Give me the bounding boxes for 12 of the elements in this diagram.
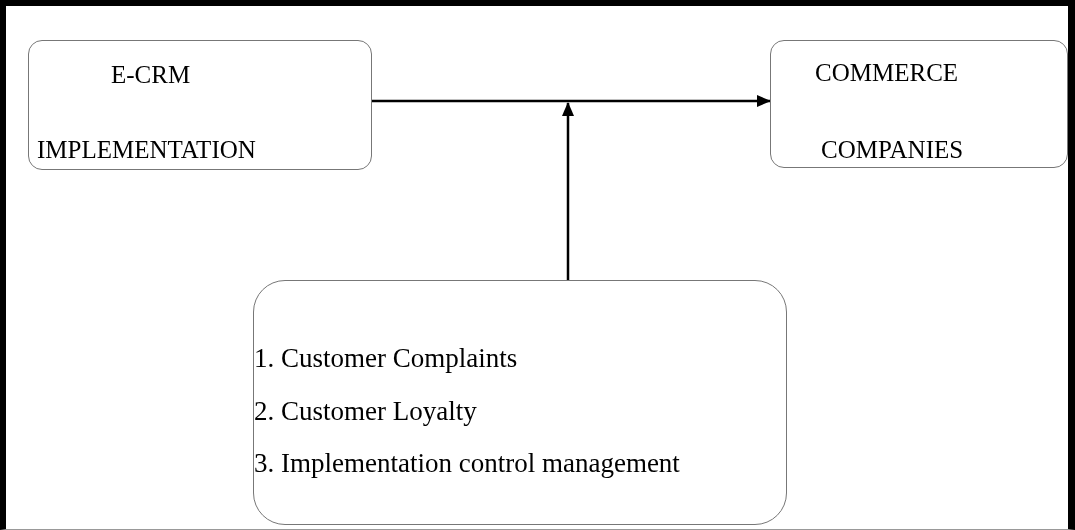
list-item: 1. Customer Complaints bbox=[254, 344, 518, 374]
list-item: 3. Implementation control management bbox=[254, 449, 680, 479]
arrow bbox=[372, 95, 771, 107]
box-label: COMPANIES bbox=[821, 136, 964, 164]
rounded-box bbox=[253, 280, 787, 525]
list-item: 2. Customer Loyalty bbox=[254, 397, 477, 427]
box-label: E-CRM bbox=[111, 61, 191, 89]
box-label: IMPLEMENTATION bbox=[37, 136, 256, 164]
rounded-box bbox=[28, 40, 372, 170]
arrow bbox=[562, 102, 574, 280]
rounded-box bbox=[770, 40, 1068, 168]
box-label: COMMERCE bbox=[815, 59, 959, 87]
